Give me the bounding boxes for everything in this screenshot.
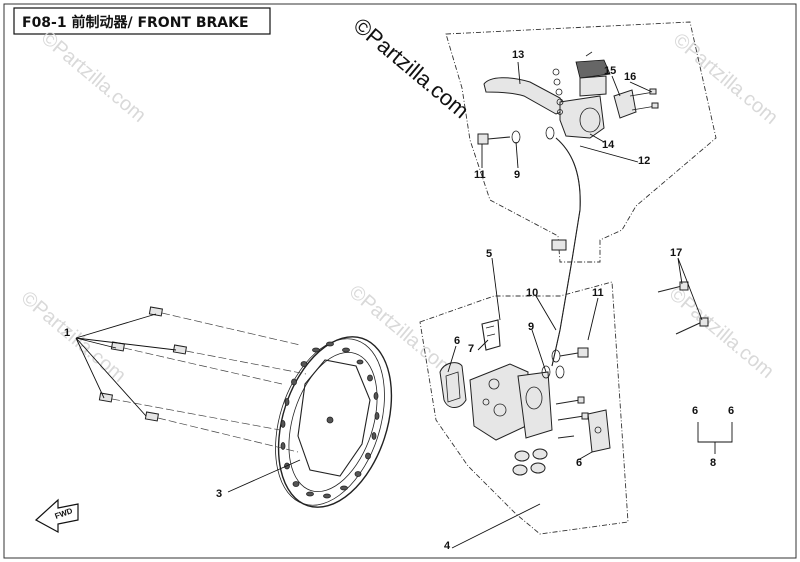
callout-3: 3 xyxy=(216,488,222,500)
callout-5: 5 xyxy=(486,248,492,260)
brake-hose xyxy=(551,137,581,367)
callout-12: 12 xyxy=(638,155,650,167)
title-box: F08-1 前制动器/ FRONT BRAKE xyxy=(13,7,271,35)
disc-bolt xyxy=(172,344,307,375)
master-cylinder-body xyxy=(559,95,605,139)
watermark-text: ©Partzilla.com xyxy=(669,29,782,129)
brake-disc xyxy=(275,336,393,508)
hose-guide xyxy=(551,239,567,251)
page-title: F08-1 前制动器/ FRONT BRAKE xyxy=(22,14,249,31)
callout-11-upper: 11 xyxy=(474,169,486,181)
watermark-layer: ©Partzilla.com ©Partzilla.com ©Partzilla… xyxy=(17,13,782,387)
pad-spring xyxy=(481,319,501,351)
callout-11-lower: 11 xyxy=(592,287,604,299)
callout-labels: 1 3 4 5 6 6 6 6 7 8 9 9 10 11 11 12 13 1… xyxy=(64,49,734,552)
disc-bolt xyxy=(148,306,301,346)
small-parts-stack xyxy=(552,68,564,115)
watermark-text: ©Partzilla.com xyxy=(17,287,130,387)
disc-bolts xyxy=(98,306,307,453)
caliper-group-outline xyxy=(419,281,629,535)
banjo-bolt-lower xyxy=(541,347,589,379)
watermark-text: ©Partzilla.com xyxy=(665,283,778,383)
brake-pad xyxy=(587,409,611,453)
page-border xyxy=(3,3,797,559)
callout-10: 10 xyxy=(526,287,538,299)
callout-14: 14 xyxy=(602,139,615,151)
callout-4: 4 xyxy=(444,540,451,552)
caliper-pistons xyxy=(512,448,548,476)
disc-center-hole xyxy=(326,416,334,424)
callout-6-kit-right: 6 xyxy=(728,405,734,417)
callout-1: 1 xyxy=(64,327,70,339)
banjo-bolt-upper xyxy=(477,126,555,145)
callout-9-upper: 9 xyxy=(514,169,520,181)
callout-17: 17 xyxy=(670,247,682,259)
reservoir-cap xyxy=(575,51,611,97)
master-cylinder-group-outline xyxy=(445,21,717,263)
fwd-arrow: FWD xyxy=(34,498,79,534)
brake-hose-highlight xyxy=(551,137,581,367)
callout-6-bottom: 6 xyxy=(576,457,582,469)
caliper-piston-housing xyxy=(517,371,553,439)
brake-lever xyxy=(483,77,567,115)
callout-9-lower: 9 xyxy=(528,321,534,333)
caliper-mount-bolts xyxy=(657,281,709,335)
caliper-bolts xyxy=(555,396,589,439)
disc-vent-holes xyxy=(280,341,380,499)
disc-bolt xyxy=(98,392,281,431)
handlebar-clamp xyxy=(613,88,659,119)
watermark-main-text: ©Partzilla.com xyxy=(349,13,474,124)
callout-7: 7 xyxy=(468,343,474,355)
callout-6-kit-left: 6 xyxy=(692,405,698,417)
callout-8: 8 xyxy=(710,457,716,469)
callout-6-left: 6 xyxy=(454,335,460,347)
disc-bolt xyxy=(110,341,283,385)
watermark-text: ©Partzilla.com xyxy=(37,27,150,127)
disc-carrier xyxy=(297,359,371,477)
callout-16: 16 xyxy=(624,71,636,83)
callout-15: 15 xyxy=(604,65,616,77)
caliper-bracket xyxy=(439,362,467,408)
leader-lines xyxy=(75,61,733,549)
callout-13: 13 xyxy=(512,49,524,61)
